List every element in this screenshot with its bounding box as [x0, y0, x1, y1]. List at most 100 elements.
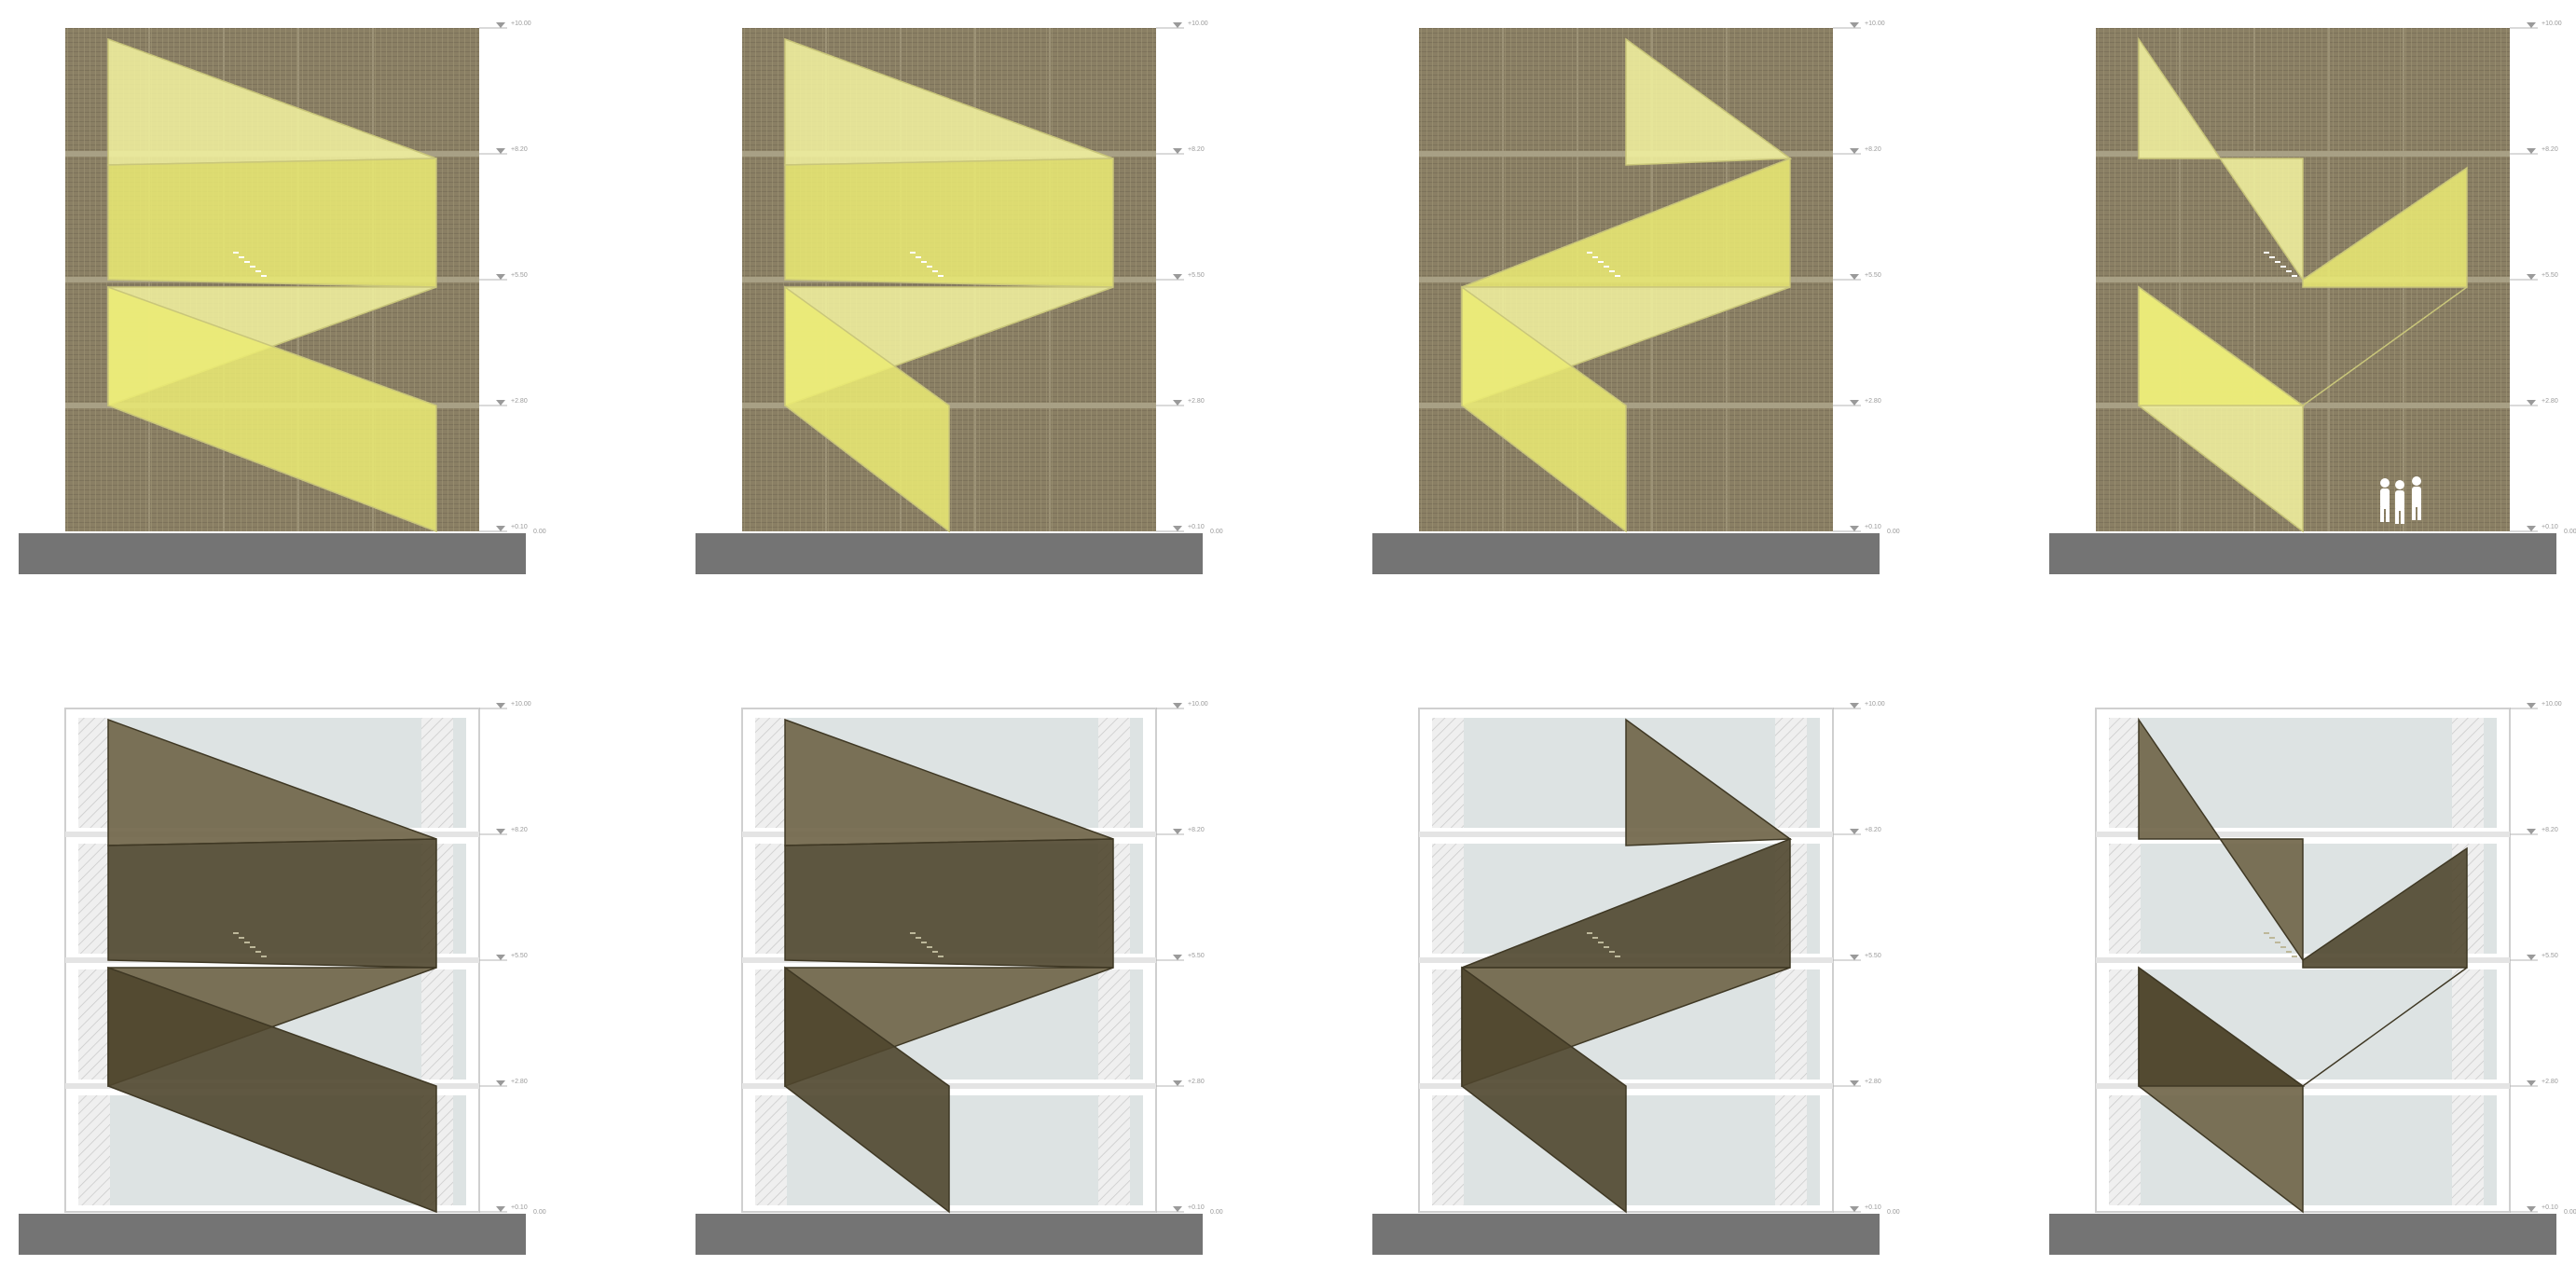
level-marker-icon	[2527, 1206, 2536, 1212]
level-marker-icon	[1850, 526, 1859, 531]
stair-step	[2264, 252, 2269, 254]
stair-step	[244, 942, 250, 943]
stair-step	[921, 942, 927, 943]
level-label: +0.10	[2542, 1204, 2558, 1211]
level-label: +10.00	[511, 21, 531, 27]
ramp-glazing-shape	[2138, 717, 2304, 963]
hatched-wall	[755, 970, 787, 1080]
hatched-wall	[78, 718, 110, 828]
stair-step	[1587, 252, 1592, 254]
ramp-glazing-shape	[2138, 966, 2306, 1087]
hatched-wall	[1098, 970, 1130, 1080]
person-leg	[2401, 509, 2404, 524]
level-marker-icon	[2527, 22, 2536, 28]
stair-step	[916, 256, 921, 258]
level-label: +8.20	[511, 827, 528, 833]
ground-block	[696, 1214, 1203, 1255]
elevation-panel-section-1: +10.00+8.20+5.50+2.80+0.100.00	[19, 701, 546, 1255]
level-label: +10.00	[511, 701, 531, 708]
ramp-glazing-shape	[784, 285, 950, 533]
level-marker-icon	[1850, 829, 1859, 834]
ground-block	[19, 533, 526, 574]
level-label: +8.20	[2542, 146, 2558, 153]
stair-step	[1592, 256, 1598, 258]
ground-level-label: 0.00	[533, 1209, 546, 1216]
level-marker-icon	[1850, 148, 1859, 154]
ramp-glazing-shape	[784, 966, 950, 1214]
stair-step	[927, 266, 932, 268]
ramp-glazing-shape	[107, 158, 437, 288]
hatched-wall	[78, 844, 110, 954]
hatched-wall	[2452, 970, 2484, 1080]
person-head	[2380, 478, 2390, 488]
person-body	[2395, 490, 2404, 511]
ground-block	[696, 533, 1203, 574]
stair-step	[1598, 261, 1604, 263]
level-marker-icon	[496, 829, 505, 834]
level-label: +2.80	[1865, 1079, 1881, 1085]
ground-level-label: 0.00	[1887, 529, 1900, 535]
level-marker-icon	[496, 400, 505, 406]
hatched-wall	[755, 844, 787, 954]
stair-icon	[233, 932, 267, 957]
elevation-panel-section-2: +10.00+8.20+5.50+2.80+0.100.00	[696, 701, 1223, 1255]
ramp-glazing-shape	[1461, 966, 1627, 1214]
stair-step	[250, 946, 255, 948]
person-leg	[2380, 507, 2384, 522]
level-marker-icon	[1173, 22, 1182, 28]
person-body	[2380, 488, 2390, 509]
level-label: +0.10	[511, 524, 528, 530]
elevation-panel-section-3: +10.00+8.20+5.50+2.80+0.100.00	[1372, 701, 1900, 1255]
level-label: +0.10	[1865, 524, 1881, 530]
elevation-panel-facade-2: +10.00+8.20+5.50+2.80+0.100.00	[696, 21, 1223, 574]
stair-step	[1598, 942, 1604, 943]
hatched-wall	[1775, 970, 1807, 1080]
hatched-wall	[78, 1095, 110, 1205]
level-label: +5.50	[1188, 953, 1205, 959]
hatched-wall	[1775, 1095, 1807, 1205]
level-label: +5.50	[2542, 953, 2558, 959]
level-label: +8.20	[1865, 146, 1881, 153]
level-marker-icon	[1850, 22, 1859, 28]
ramp-glazing-shape	[107, 285, 437, 533]
level-marker-icon	[496, 955, 505, 960]
level-label: +8.20	[1188, 827, 1205, 833]
stair-step	[261, 275, 267, 277]
level-marker-icon	[1850, 400, 1859, 406]
level-marker-icon	[1173, 148, 1182, 154]
ramp-glazing-shape	[107, 838, 437, 969]
stair-icon	[910, 252, 944, 277]
hatched-wall	[2109, 970, 2141, 1080]
level-label: +8.20	[1188, 146, 1205, 153]
ground-level-label: 0.00	[1210, 1209, 1223, 1216]
stair-step	[1604, 266, 1609, 268]
ground-level-label: 0.00	[1887, 1209, 1900, 1216]
hatched-wall	[755, 1095, 787, 1205]
person-body	[2412, 487, 2421, 507]
stair-step	[239, 937, 244, 939]
ramp-glazing-shape	[107, 966, 437, 1214]
ground-block	[19, 1214, 526, 1255]
ground-level-label: 0.00	[533, 529, 546, 535]
stair-step	[932, 951, 938, 953]
person-leg	[2386, 507, 2390, 522]
level-marker-icon	[1173, 400, 1182, 406]
people-silhouette-icon	[2380, 476, 2421, 524]
hatched-wall	[2452, 718, 2484, 828]
stair-step	[2264, 932, 2269, 934]
ramp-glazing-shape	[2302, 286, 2468, 406]
level-marker-icon	[1850, 955, 1859, 960]
level-label: +2.80	[511, 398, 528, 405]
stair-step	[1609, 270, 1615, 272]
hatched-wall	[421, 718, 453, 828]
level-label: +10.00	[1865, 701, 1885, 708]
stair-icon	[233, 252, 267, 277]
level-label: +10.00	[2542, 21, 2562, 27]
level-label: +10.00	[2542, 701, 2562, 708]
stair-step	[927, 946, 932, 948]
elevation-panel-facade-3: +10.00+8.20+5.50+2.80+0.100.00	[1372, 21, 1900, 574]
hatched-wall	[78, 970, 110, 1080]
ground-block	[2049, 1214, 2556, 1255]
level-marker-icon	[496, 148, 505, 154]
level-label: +5.50	[1188, 272, 1205, 279]
